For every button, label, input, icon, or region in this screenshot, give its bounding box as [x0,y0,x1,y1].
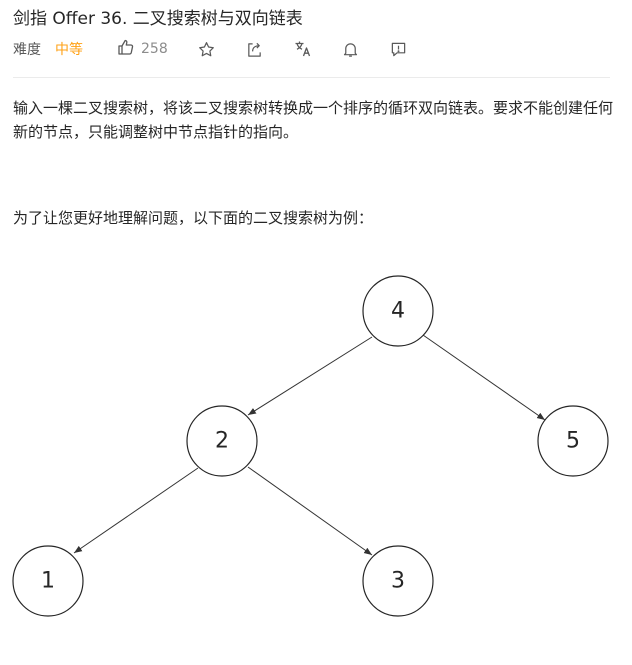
tree-node: 5 [537,405,609,477]
header-divider [13,77,610,78]
translate-button[interactable] [292,38,314,60]
like-count: 258 [141,41,168,57]
tree-node-label: 4 [391,299,405,324]
share-button[interactable] [244,38,266,60]
tree-edge-4-5 [422,334,546,421]
description-paragraph: 为了让您更好地理解问题，以下面的二叉搜索树为例： [13,209,374,227]
problem-description: 输入一棵二叉搜索树，将该二叉搜索树转换成一个排序的循环双向链表。要求不能创建任何… [13,96,613,230]
difficulty-label: 难度 [13,42,41,58]
favorite-button[interactable] [196,38,218,60]
bell-icon [344,42,358,57]
star-icon [199,41,215,56]
difficulty-badge: 中等 [55,42,83,58]
tree-edge-2-3 [247,466,373,556]
tree-node: 3 [362,545,434,617]
translate-icon [295,41,310,57]
tree-node: 2 [186,405,258,477]
problem-meta-bar: 难度 中等 258 [13,38,410,60]
feedback-icon [391,42,406,56]
tree-node-label: 3 [391,569,405,594]
like-button[interactable]: 258 [117,38,168,60]
tree-node-label: 5 [566,429,580,454]
tree-node: 1 [12,545,84,617]
subscribe-button[interactable] [340,38,362,60]
thumbs-up-icon [117,38,135,60]
tree-node-label: 2 [215,429,229,454]
tree-node-label: 1 [41,569,55,594]
problem-title: 剑指 Offer 36. 二叉搜索树与双向链表 [13,9,303,29]
tree-edge-2-1 [73,467,199,554]
share-icon [248,42,262,57]
bst-diagram: 4 2 5 1 3 [12,275,609,617]
tree-edge-4-2 [247,336,373,416]
feedback-button[interactable] [388,38,410,60]
description-paragraph: 输入一棵二叉搜索树，将该二叉搜索树转换成一个排序的循环双向链表。要求不能创建任何… [13,99,614,141]
tree-node: 4 [362,275,434,347]
